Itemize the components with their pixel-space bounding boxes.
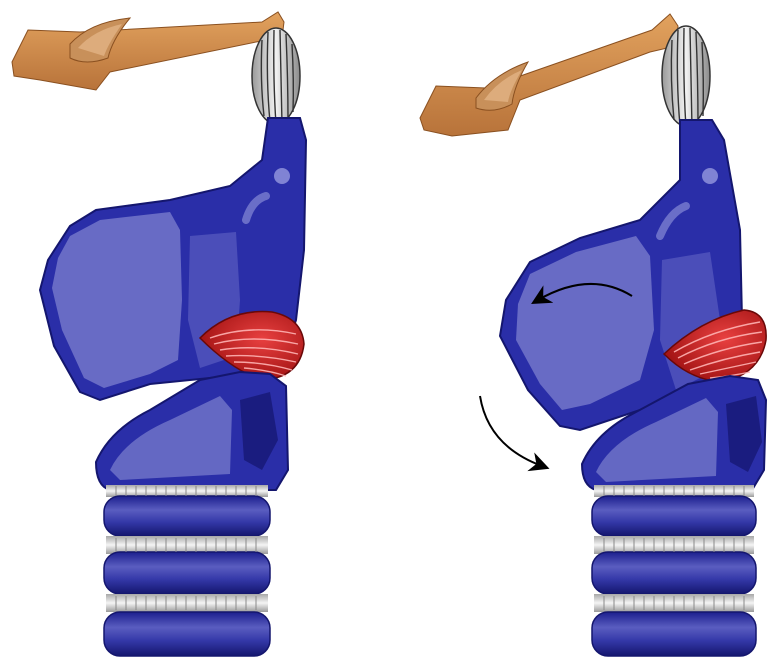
- hyoid-bone: [420, 14, 678, 136]
- larynx-tilted: [420, 14, 766, 656]
- trachea: [104, 485, 270, 656]
- ligament: [252, 28, 300, 124]
- larynx-at-rest: [12, 12, 306, 656]
- hyoid-bone: [12, 12, 284, 90]
- downward-rotation-arrow: [480, 396, 542, 466]
- trachea: [592, 485, 756, 656]
- ligament: [662, 26, 710, 128]
